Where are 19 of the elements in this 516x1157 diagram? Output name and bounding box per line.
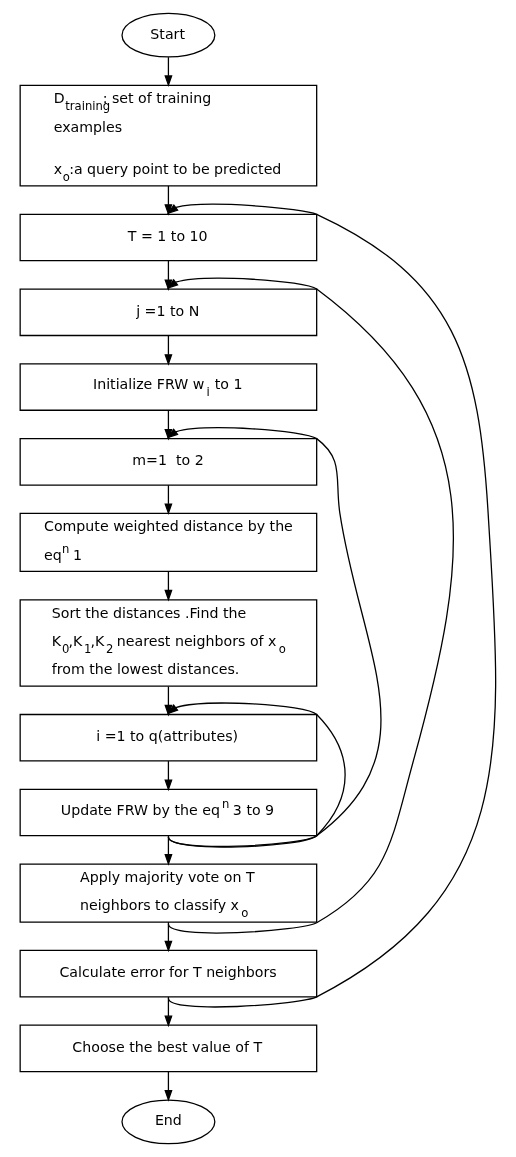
arrow	[164, 56, 173, 87]
node-box: j =1 to N	[19, 288, 318, 337]
node-box: T = 1 to 10	[19, 213, 318, 262]
node-box: i =1 to q(attributes)	[19, 713, 318, 762]
arrow	[164, 996, 173, 1028]
arrow	[164, 334, 173, 366]
arrow	[164, 260, 173, 292]
node-box: Calculate error for T neighbors	[19, 949, 318, 998]
node-ellipse: Start	[121, 12, 216, 58]
arrow	[164, 484, 173, 515]
node-box: Choose the best value of T	[19, 1024, 318, 1073]
arrow	[164, 185, 173, 216]
arrow	[164, 1071, 173, 1102]
node-ellipse: End	[121, 1099, 216, 1145]
arrow	[164, 570, 173, 602]
arrow	[164, 760, 173, 792]
node-box: m=1 to 2	[19, 437, 318, 486]
arrow	[164, 835, 173, 866]
arrow	[164, 921, 173, 953]
